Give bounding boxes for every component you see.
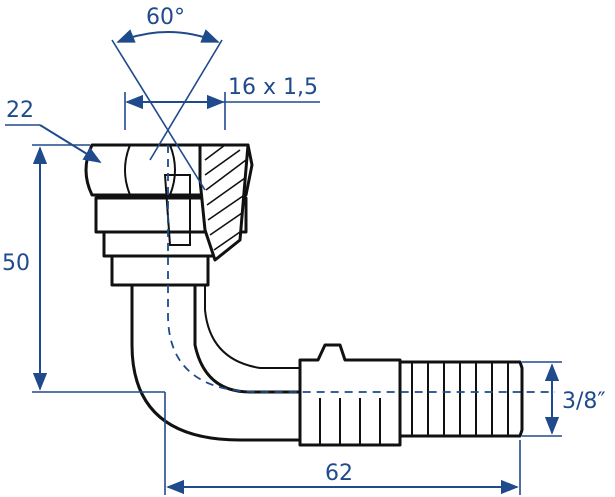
hex-leader <box>39 124 102 163</box>
ferrule-ridges <box>319 398 381 445</box>
fitting-body <box>84 143 524 447</box>
dimension-annotations: 60° 16 x 1,5 22 50 62 3/8″ <box>2 5 606 495</box>
hex-nut-face-line <box>124 144 131 196</box>
bore-centerline <box>167 145 555 393</box>
nut-section <box>198 143 250 262</box>
centerlines <box>167 145 555 393</box>
angle-arc <box>116 29 220 43</box>
thread-angle-label: 60° <box>146 5 185 30</box>
hex-size-label: 22 <box>6 98 34 123</box>
barb-ridges <box>411 362 509 436</box>
collar-lower <box>110 253 210 287</box>
angle-leg-left <box>111 39 206 191</box>
section-hatching <box>204 144 247 251</box>
length-label: 62 <box>325 461 353 486</box>
hose-size-label: 3/8″ <box>562 389 606 414</box>
collar-upper <box>102 228 216 258</box>
thread-size-label: 16 x 1,5 <box>228 75 318 100</box>
angle-leg-right <box>149 39 223 161</box>
elbow-inner-wall <box>204 285 305 369</box>
elbow-tube <box>130 283 307 442</box>
hex-nut-face-line-2 <box>169 144 176 196</box>
ferrule-collar <box>298 343 402 447</box>
height-label: 50 <box>2 251 30 276</box>
